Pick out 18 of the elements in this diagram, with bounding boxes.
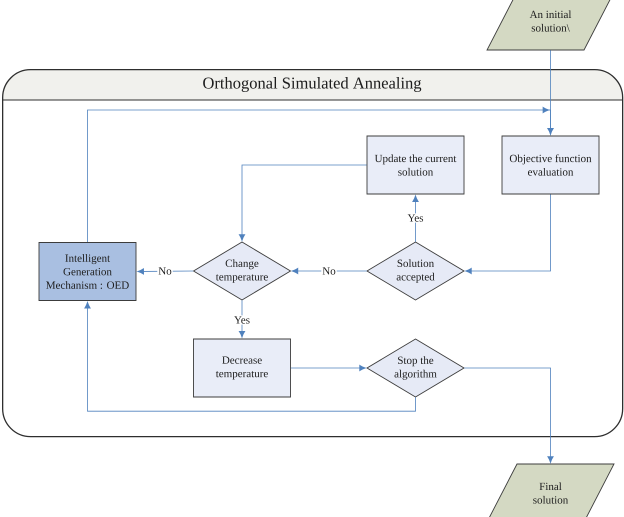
edge-label: No [321, 266, 337, 276]
process-box: Decrease temperature [193, 338, 291, 398]
arrow [464, 368, 554, 463]
edge-label: Yes [406, 213, 424, 223]
arrow [84, 302, 416, 412]
arrow [137, 268, 194, 275]
arrow [87, 106, 554, 242]
edge-label: No [157, 266, 173, 276]
arrow [238, 164, 367, 241]
arrow [465, 194, 551, 274]
process-box: Update the current solution [366, 136, 464, 194]
arrow [238, 300, 246, 338]
edge-label: Yes [233, 315, 251, 325]
arrow [290, 364, 366, 372]
arrow [412, 195, 419, 242]
arrow [292, 268, 368, 274]
process-box: Objective function evaluation [502, 136, 600, 194]
process-box: Intelligent Generation Mechanism : OED [38, 242, 136, 301]
